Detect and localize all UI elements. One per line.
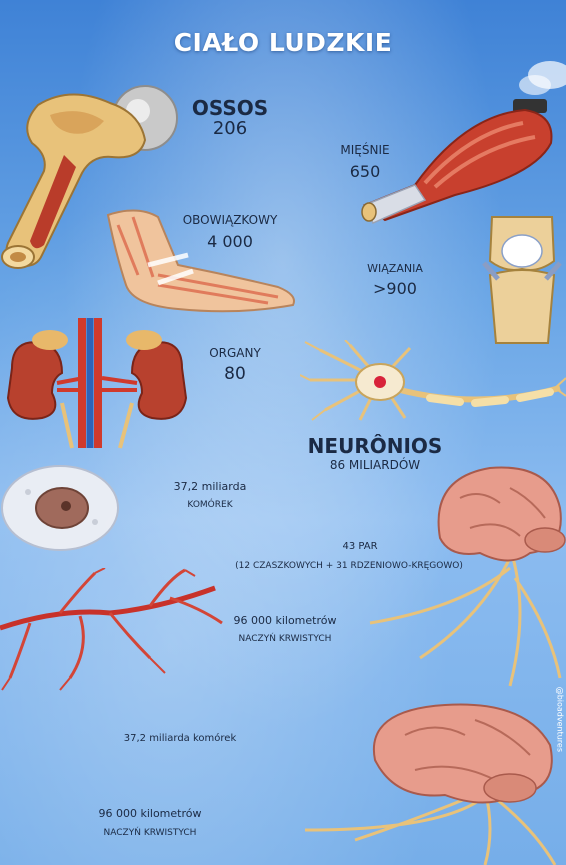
neurons-value: 86 MILIARDÓW	[329, 458, 421, 472]
bones-label: OSSOS	[191, 96, 269, 120]
ligaments-label: WIĄZANIA	[367, 262, 423, 275]
ligaments-value: >900	[373, 279, 417, 298]
brain-icon-2	[304, 703, 557, 865]
brain-icon	[369, 466, 566, 687]
nerves-value: 43 PAR	[342, 541, 378, 552]
neuron-icon	[300, 340, 566, 421]
bone-icon	[1, 85, 178, 269]
vessels-repeat-value: 96 000 kilometrów	[98, 807, 202, 820]
blood-vessels-icon	[0, 568, 223, 691]
muscles-label: MIĘŚNIE	[340, 143, 390, 157]
cell-icon	[1, 465, 119, 551]
kidneys-icon	[6, 318, 188, 449]
page-title: CIAŁO LUDZKIE	[173, 28, 393, 57]
knee-icon	[482, 216, 562, 344]
muscles-value: 650	[349, 162, 381, 181]
vessels-value: 96 000 kilometrów	[233, 614, 337, 627]
cells-label: KOMÓREK	[187, 500, 233, 510]
watermark: @bioadventures	[555, 686, 564, 752]
tendons-value: 4 000	[207, 232, 253, 251]
cells-repeat-text: 37,2 miliarda komórek	[123, 733, 237, 744]
cells-value: 37,2 miliarda	[173, 480, 247, 493]
organs-label: ORGANY	[209, 346, 261, 360]
foot-icon	[106, 209, 295, 313]
organs-value: 80	[224, 364, 246, 384]
neurons-label: NEURÔNIOS	[307, 434, 443, 458]
bones-value: 206	[212, 118, 248, 139]
tendons-label: OBOWIĄZKOWY	[182, 213, 278, 227]
nerves-detail: (12 CZASZKOWYCH + 31 RDZENIOWO-KRĘGOWO)	[235, 561, 463, 571]
vessels-repeat-label: NACZYŃ KRWISTYCH	[103, 828, 197, 838]
vessels-label: NACZYŃ KRWISTYCH	[238, 634, 332, 644]
muscle-icon	[361, 61, 566, 224]
